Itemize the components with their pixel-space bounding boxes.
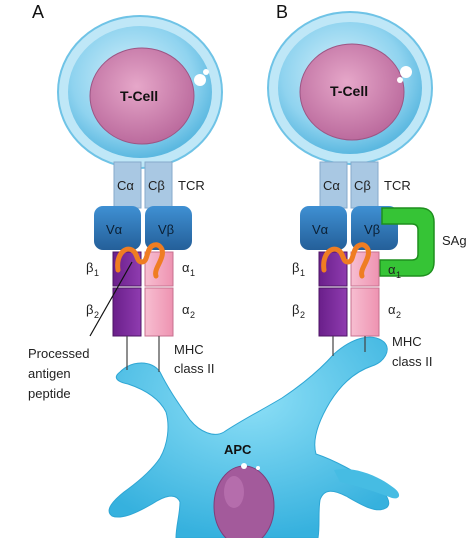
- beta1-sub: 1: [300, 268, 305, 278]
- antigen-peptide: [321, 242, 371, 279]
- t-cell-nucleus: [89, 47, 195, 145]
- c-beta-label: Cβ: [354, 178, 371, 193]
- beta2-sub: 2: [94, 310, 99, 320]
- v-alpha-domain: [300, 206, 347, 250]
- t-cell-highlight-small: [397, 77, 403, 83]
- alpha1-label: α: [182, 260, 190, 275]
- c-alpha-label: Cα: [323, 178, 340, 193]
- alpha2-label: α: [182, 302, 190, 317]
- c-alpha-label: Cα: [117, 178, 134, 193]
- t-cell-nucleus: [299, 43, 405, 141]
- v-beta-label: Vβ: [158, 222, 174, 237]
- mhc-label-line1: MHC: [174, 342, 204, 357]
- peptide-label-line2: antigen: [28, 366, 71, 381]
- c-alpha-domain: [319, 161, 348, 209]
- mhc-alpha2-domain: [144, 287, 174, 337]
- c-beta-label: Cβ: [148, 178, 165, 193]
- t-cell-a: T-Cell: [57, 15, 223, 169]
- panel-b: B T-Cell Cα Cβ TCR Vα Vβ SAg β 1 β 2: [267, 2, 467, 369]
- alpha1-sub: 1: [190, 268, 195, 278]
- apc-cell: APC: [108, 336, 400, 538]
- alpha2-sub: 2: [396, 310, 401, 320]
- v-alpha-label: Vα: [312, 222, 329, 237]
- v-alpha-domain: [94, 206, 141, 250]
- v-beta-label: Vβ: [364, 222, 380, 237]
- t-cell-highlight: [194, 74, 206, 86]
- beta2-sub: 2: [300, 310, 305, 320]
- mhc-label-line2: class II: [392, 354, 432, 369]
- antigen-peptide: [115, 242, 165, 279]
- apc-nucleus: [213, 465, 275, 538]
- mhc-label-line1: MHC: [392, 334, 422, 349]
- mhc-beta2-domain: [318, 287, 348, 337]
- panel-b-letter: B: [276, 2, 288, 22]
- peptide-label-line3: peptide: [28, 386, 71, 401]
- beta1-label: β: [292, 260, 299, 275]
- apc-nucleus-highlight: [224, 476, 244, 508]
- mhc-label-line2: class II: [174, 361, 214, 376]
- apc-label: APC: [224, 442, 252, 457]
- sag-label: SAg: [442, 233, 467, 248]
- t-cell-label: T-Cell: [330, 83, 368, 99]
- v-beta-domain: [145, 206, 192, 250]
- beta2-label: β: [292, 302, 299, 317]
- t-cell-b: T-Cell: [267, 11, 433, 165]
- superantigen: [379, 207, 435, 277]
- apc-arm-right: [334, 468, 400, 499]
- peptide-label-line1: Processed: [28, 346, 89, 361]
- t-cell-highlight: [400, 66, 412, 78]
- beta2-label: β: [86, 302, 93, 317]
- apc-body: [108, 336, 390, 538]
- c-alpha-domain: [113, 161, 142, 209]
- beta1-label: β: [86, 260, 93, 275]
- alpha1-sub: 1: [396, 270, 401, 280]
- v-alpha-label: Vα: [106, 222, 123, 237]
- alpha2-sub: 2: [190, 310, 195, 320]
- c-beta-domain: [144, 161, 173, 209]
- panel-a: A T-Cell Cα Cβ TCR Vα Vβ: [28, 2, 223, 401]
- apc-highlight-dot: [241, 463, 247, 469]
- c-beta-domain: [350, 161, 379, 209]
- mhc-beta2-domain: [112, 287, 142, 337]
- beta1-sub: 1: [94, 268, 99, 278]
- tcr-label: TCR: [178, 178, 205, 193]
- t-cell-highlight-small: [203, 69, 209, 75]
- mhc-alpha2-domain: [350, 287, 380, 337]
- peptide-pointer: [89, 261, 133, 337]
- alpha2-label: α: [388, 302, 396, 317]
- alpha1-label: α: [388, 262, 396, 277]
- apc-highlight-dot-2: [256, 466, 260, 470]
- panel-a-letter: A: [32, 2, 44, 22]
- tcr-label: TCR: [384, 178, 411, 193]
- t-cell-label: T-Cell: [120, 88, 158, 104]
